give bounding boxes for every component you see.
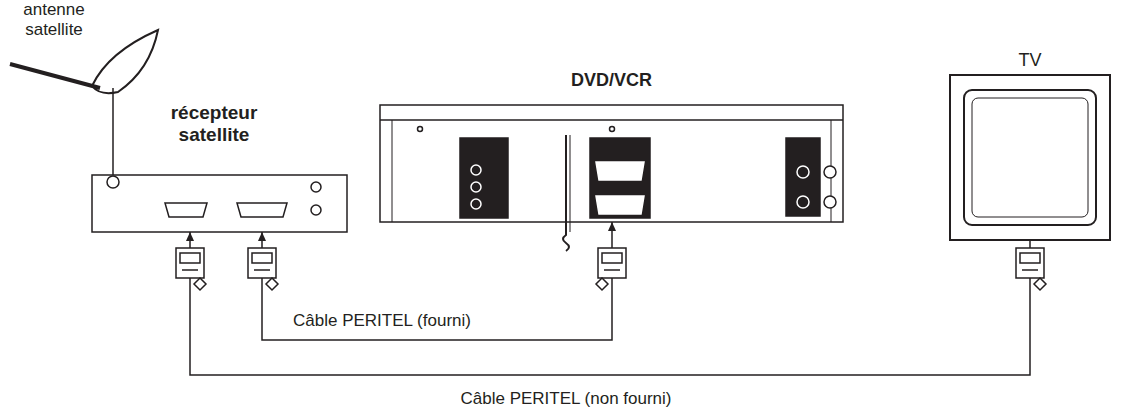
node-label: récepteur satellite [154,102,274,146]
cable-connector [190,232,1030,375]
cable-connector [262,222,612,340]
scart-plugs [176,248,1046,290]
tv-node: TV [945,50,1115,240]
satellite-dish [10,30,158,93]
cable-label: Câble PERITEL (non fourni) [457,389,674,409]
antenna-node: antenne satellite [8,0,165,92]
node-label: TV [945,50,1115,71]
dvd-vcr-body [380,105,843,251]
cable-label: Câble PERITEL (fourni) [290,311,474,331]
receiver-body [92,102,347,232]
node-label: antenne satellite [8,0,100,39]
node-label: DVD/VCR [380,70,843,91]
receiver-node: récepteur satellite [92,102,347,232]
tv-body [950,75,1110,240]
dvd-vcr-node: DVD/VCR [380,70,843,222]
